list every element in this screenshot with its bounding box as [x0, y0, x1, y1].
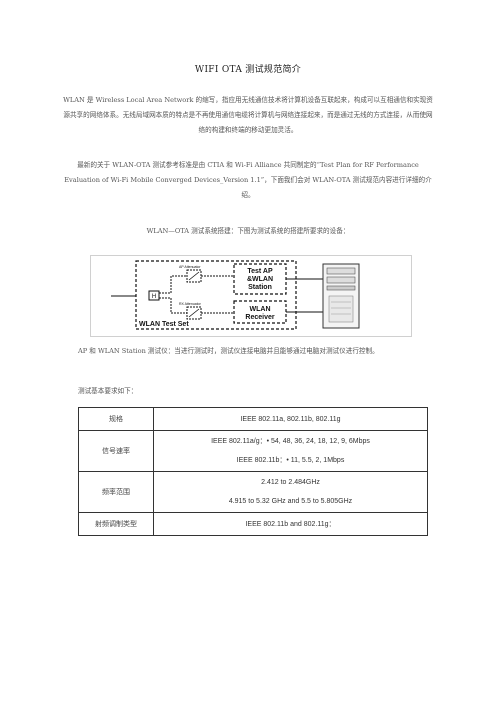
spec-label: 射频调制类型	[78, 512, 154, 536]
ap-attenuator-symbol	[188, 271, 200, 281]
table-row: 信号速率 IEEE 802.11a/g：• 54, 48, 36, 24, 18…	[78, 430, 428, 472]
test-set-label: WLAN Test Set	[139, 321, 189, 328]
test-system-diagram: H AP Attenuator RX Attenuator Test AP &W…	[90, 255, 412, 337]
requirements-intro: 测试基本要求如下：	[78, 387, 138, 395]
rx-path	[159, 297, 187, 314]
intro-paragraph: WLAN 是 Wireless Local Area Network 的缩写，指…	[63, 96, 433, 134]
spec-value: 2.412 to 2.484GHz 4.915 to 5.32 GHz and …	[153, 471, 428, 513]
test-ap-box	[233, 263, 287, 295]
spec-table: 规格 IEEE 802.11a, 802.11b, 802.11g 信号速率 I…	[78, 407, 428, 536]
ap-path	[159, 275, 187, 294]
computer-tower-icon	[322, 263, 360, 329]
table-row: 频率范围 2.412 to 2.484GHz 4.915 to 5.32 GHz…	[78, 471, 428, 513]
hub-box	[148, 290, 160, 301]
station-description: AP 和 WLAN Station 测试仪：当进行测试时，测试仪连接电脑并且能够…	[78, 347, 379, 355]
ap-attenuator-label: AP Attenuator	[179, 265, 201, 269]
receiver-line-1: WLAN	[250, 306, 271, 313]
rx-attenuator-label: RX Attenuator	[179, 302, 202, 306]
document-title: WIFI OTA 测试规范简介	[194, 65, 302, 75]
rx-attenuator-symbol	[188, 308, 200, 318]
table-row: 射频调制类型 IEEE 802.11b and 802.11g：	[78, 512, 428, 536]
spec-value: IEEE 802.11b and 802.11g：	[153, 512, 428, 536]
table-row: 规格 IEEE 802.11a, 802.11b, 802.11g	[78, 407, 428, 431]
standard-paragraph: 最新的关于 WLAN-OTA 测试参考标准是由 CTIA 和 Wi-Fi All…	[64, 161, 432, 199]
hub-label: H	[152, 294, 156, 300]
receiver-line-2: Receiver	[245, 314, 274, 321]
system-setup-paragraph: WLAN—OTA 测试系统搭建：下图为测试系统的搭建所要求的设备：	[146, 227, 350, 235]
spec-value: IEEE 802.11a, 802.11b, 802.11g	[153, 407, 428, 431]
spec-label: 频率范围	[78, 471, 154, 513]
spec-label: 规格	[78, 407, 154, 431]
test-set-frame	[135, 260, 297, 330]
test-ap-line-2: &WLAN	[247, 276, 273, 283]
test-system-diagram-svg: H AP Attenuator RX Attenuator Test AP &W…	[111, 260, 360, 330]
test-ap-line-3: Station	[248, 284, 272, 291]
test-ap-line-1: Test AP	[247, 268, 273, 275]
spec-label: 信号速率	[78, 430, 154, 472]
spec-value: IEEE 802.11a/g：• 54, 48, 36, 24, 18, 12,…	[153, 430, 428, 472]
